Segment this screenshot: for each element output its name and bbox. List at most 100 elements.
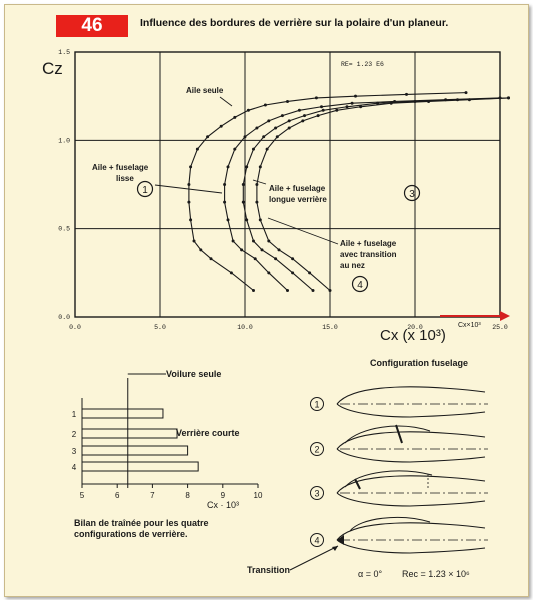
polar-point-4 xyxy=(277,248,281,252)
bar-chart-caption-line1: Bilan de traînée pour les quatre xyxy=(74,518,209,528)
transition-pointer xyxy=(289,545,339,571)
polar-point-3 xyxy=(260,248,264,252)
bar-x-tick-label: 9 xyxy=(221,491,226,500)
polar-x-tick: 25.0 xyxy=(492,324,508,331)
polar-point-4 xyxy=(507,96,510,100)
polar-x-label-small: Cx×10³ xyxy=(458,322,481,329)
curve-marker-1-label: 1 xyxy=(142,185,148,196)
transition-label: Transition xyxy=(247,565,290,575)
polar-series xyxy=(187,91,510,292)
polar-point-4 xyxy=(427,99,431,103)
polar-point-1 xyxy=(189,165,193,169)
configurations-heading: Configuration fuselage xyxy=(370,358,468,368)
canopy-outline xyxy=(344,470,433,488)
polar-point-1 xyxy=(314,96,318,100)
polar-point-3 xyxy=(274,126,278,130)
alpha-label: α = 0° xyxy=(358,569,382,579)
annotation-verriere-line2: longue verrière xyxy=(269,195,327,204)
polar-point-1 xyxy=(187,183,191,186)
polar-point-3 xyxy=(376,101,380,105)
polar-y-tick: 1.0 xyxy=(58,137,70,144)
polar-x-tick: 0.0 xyxy=(69,324,81,331)
curve-marker-4 xyxy=(351,275,369,293)
polar-point-4 xyxy=(275,135,279,139)
polar-point-2 xyxy=(253,257,257,261)
polar-point-4 xyxy=(255,183,259,186)
polar-y-tick: 0.5 xyxy=(58,226,70,233)
polar-point-4 xyxy=(265,147,269,151)
polar-point-2 xyxy=(255,126,259,130)
bar-x-tick-label: 7 xyxy=(150,491,155,500)
reference-label: Voilure seule xyxy=(166,369,221,379)
polar-series-line-2 xyxy=(224,97,501,291)
bar-category-label: 4 xyxy=(72,463,77,472)
polar-point-2 xyxy=(297,108,301,112)
polar-point-1 xyxy=(209,257,213,261)
polar-x-tick: 10.0 xyxy=(237,324,253,331)
polar-plot-border xyxy=(74,51,501,318)
polar-point-3 xyxy=(252,147,255,151)
polar-x-tick: 20.0 xyxy=(407,324,423,331)
polar-point-1 xyxy=(206,135,210,139)
bar-category-label: 2 xyxy=(72,430,77,439)
curve-marker-3 xyxy=(403,184,421,202)
annotation-verriere-line1: Aile + fuselage xyxy=(269,184,326,193)
fuselage-config-number: 2 xyxy=(314,445,319,455)
fuselage-configurations: Configuration fuselage 1 2 3 4 Transition α… xyxy=(247,358,488,579)
polar-x-label: Cx (x 10³) xyxy=(380,327,446,344)
fuselage-config-3: 3 xyxy=(310,470,488,507)
bar-x-tick-label: 8 xyxy=(185,491,190,500)
reynolds-config-label: Rec = 1.23 × 10⁶ xyxy=(402,569,470,579)
polar-x-tick: 5.0 xyxy=(154,324,166,331)
transition-pointer-head xyxy=(332,546,338,551)
polar-point-2 xyxy=(320,105,323,109)
polar-point-2 xyxy=(280,114,284,118)
polar-point-3 xyxy=(303,114,306,118)
polar-point-1 xyxy=(286,99,289,103)
annotation-transition-line1: Aile + fuselage xyxy=(340,239,397,248)
annotation-transition-line2: avec transition xyxy=(340,250,397,259)
fuselage-body xyxy=(336,475,486,507)
annotation-verriere-pointer xyxy=(252,179,267,185)
polar-point-2 xyxy=(226,165,230,169)
polar-point-2 xyxy=(223,183,227,186)
fuselage-sketches: 1 2 3 4 xyxy=(310,386,488,554)
polar-x-tick: 15.0 xyxy=(322,324,338,331)
polar-point-3 xyxy=(245,218,249,222)
canopy-outline xyxy=(349,517,431,532)
figure-title: Influence des bordures de verrière sur l… xyxy=(140,17,449,29)
annotation-aile-seule: Aile seule xyxy=(186,86,224,95)
figure-frame xyxy=(4,4,529,597)
polar-point-3 xyxy=(291,271,295,275)
bar-category-label: 1 xyxy=(72,410,77,419)
annotation-aile-seule-pointer xyxy=(219,96,233,107)
polar-point-1 xyxy=(195,147,199,151)
polar-point-4 xyxy=(328,289,332,292)
polar-point-3 xyxy=(311,289,315,292)
polar-point-1 xyxy=(229,271,233,275)
polar-point-2 xyxy=(231,239,235,243)
fuselage-config-4: 4 xyxy=(310,517,488,554)
polar-point-1 xyxy=(219,124,223,128)
polar-point-2 xyxy=(223,200,227,204)
curve-marker-1 xyxy=(136,180,154,198)
polar-point-2 xyxy=(286,289,289,292)
canopy-outline xyxy=(344,425,431,444)
figure-number-badge: 46 xyxy=(56,15,128,37)
polar-point-1 xyxy=(233,115,237,119)
polar-point-3 xyxy=(241,183,245,186)
polar-point-2 xyxy=(350,101,354,105)
polar-point-1 xyxy=(189,218,193,222)
fuselage-body xyxy=(336,522,486,554)
canopy-border xyxy=(354,478,361,490)
fuselage-config-1: 1 xyxy=(310,386,488,418)
fuselage-body xyxy=(336,431,486,463)
bar-config-4 xyxy=(81,461,199,472)
fuselage-config-number: 3 xyxy=(314,489,319,499)
polar-point-4 xyxy=(258,165,262,169)
